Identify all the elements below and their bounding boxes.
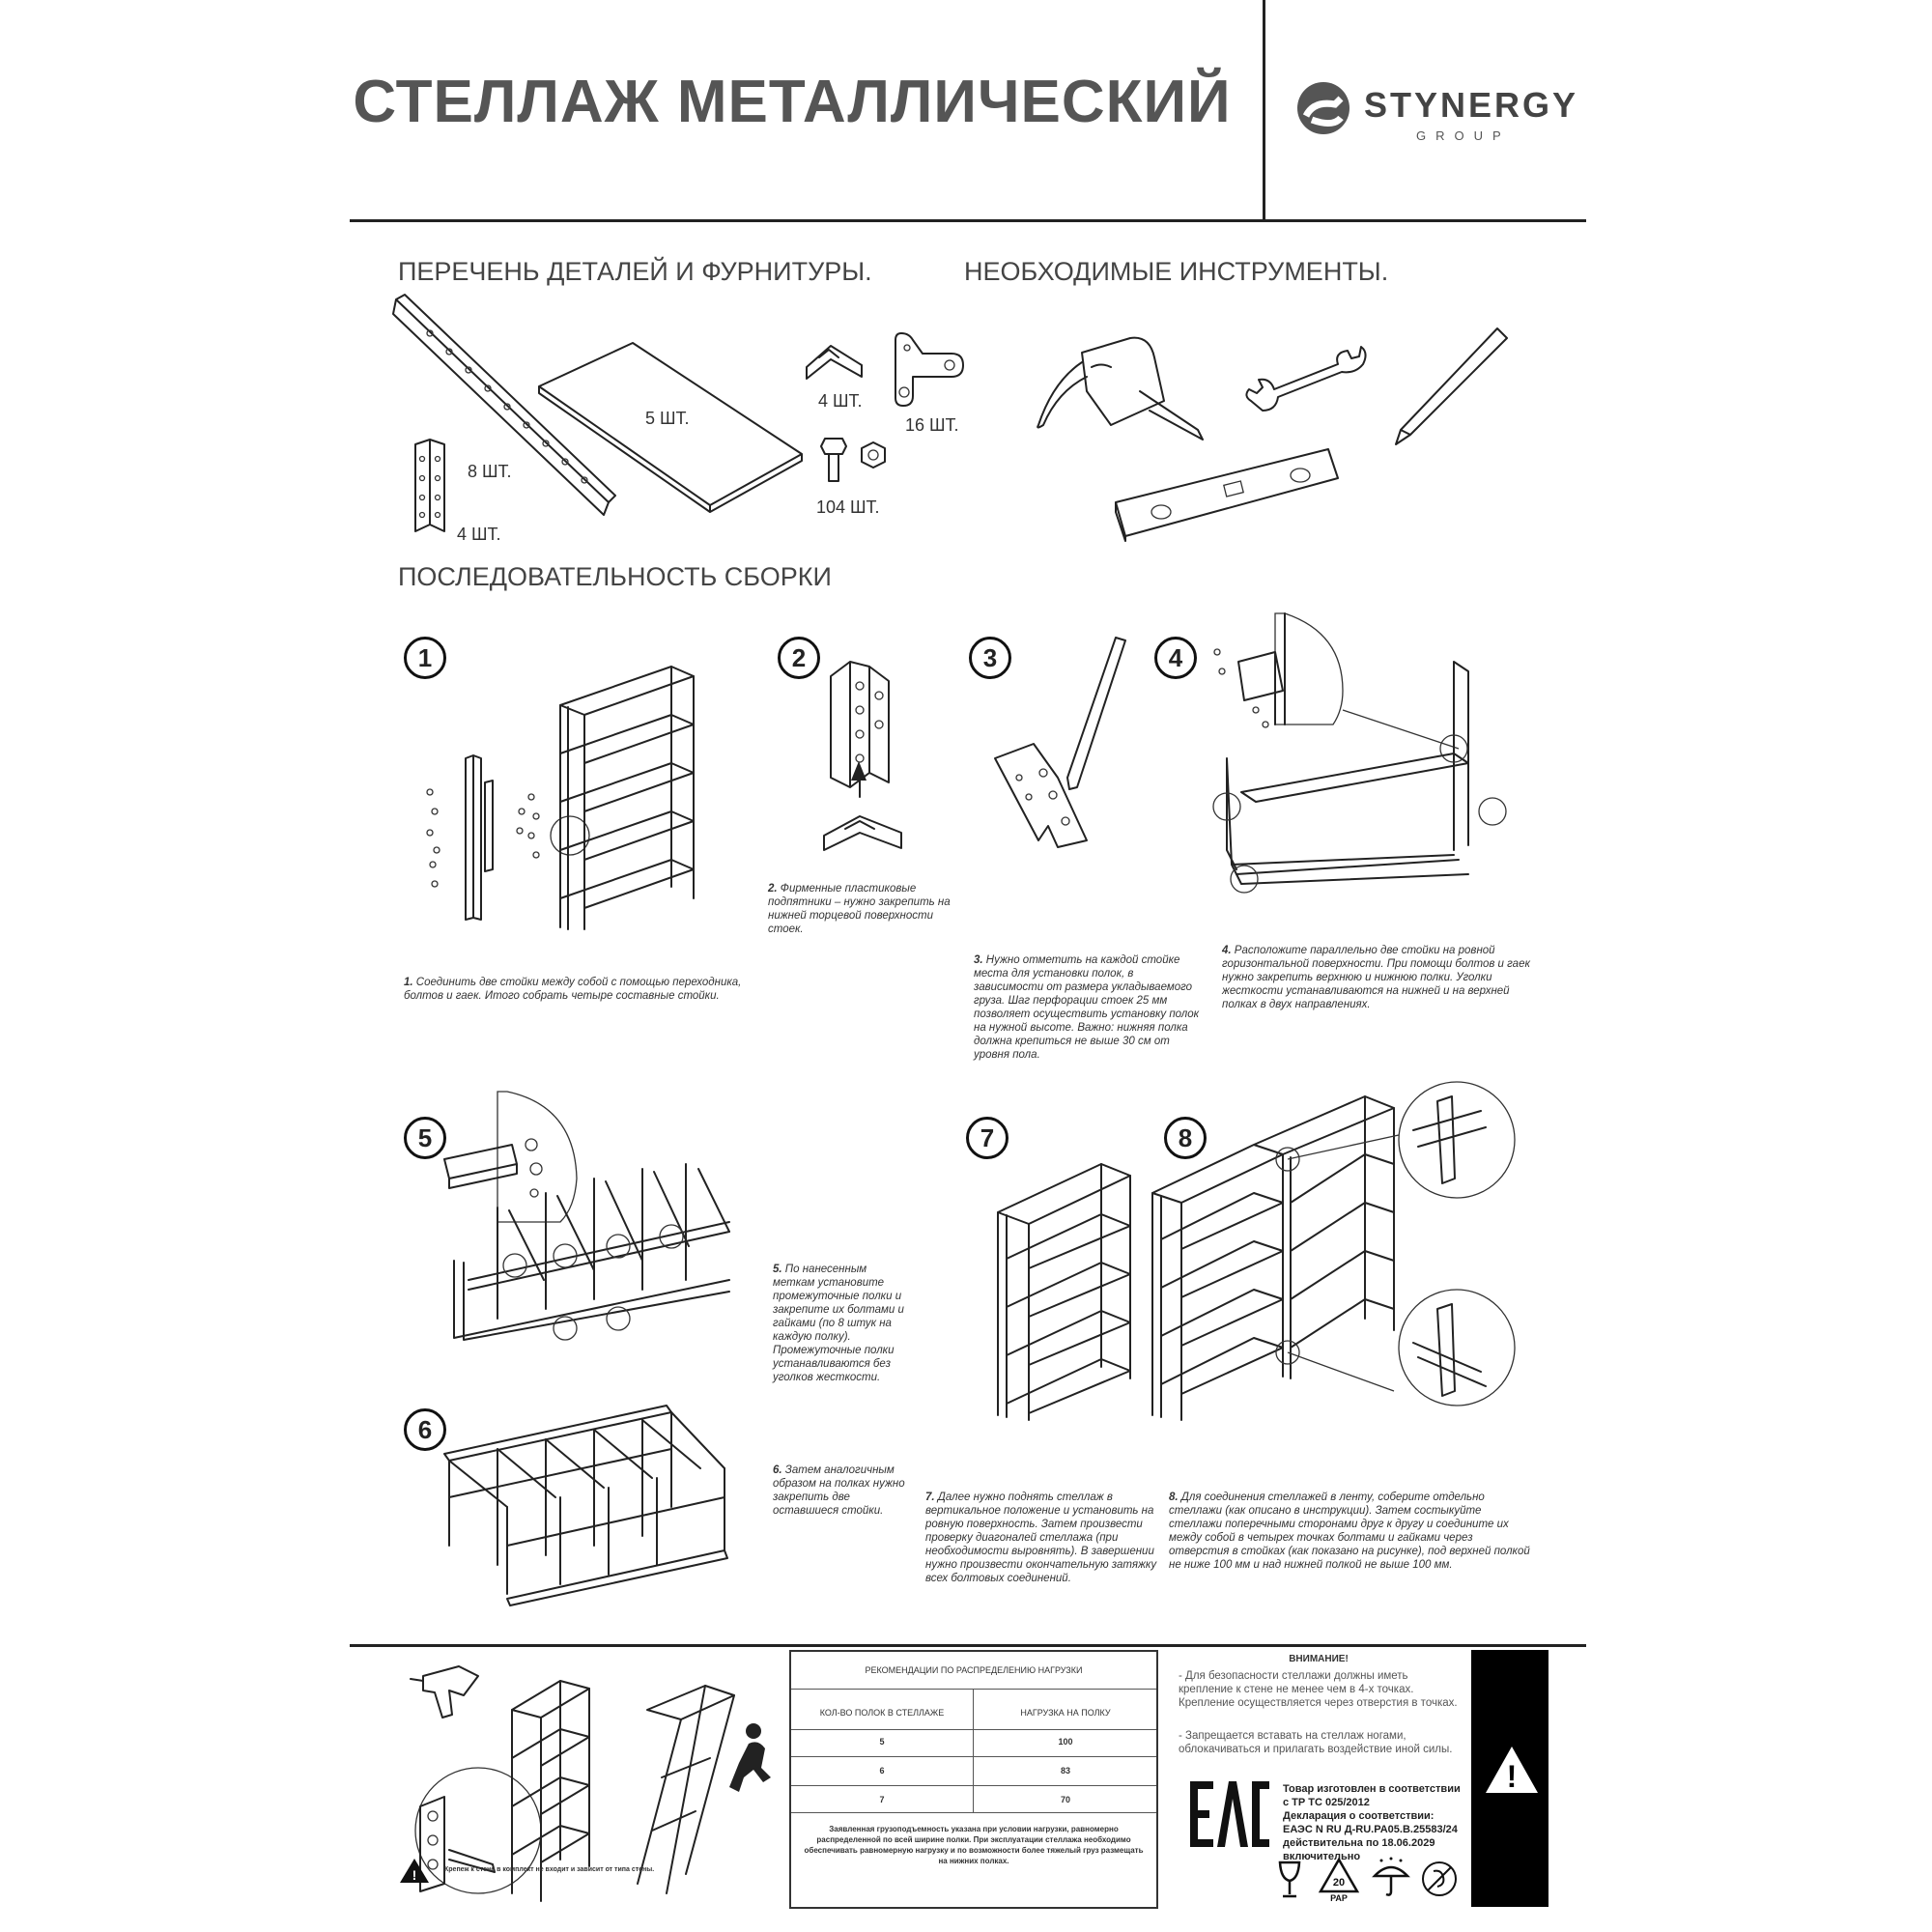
- step-4-caption: 4. Расположите параллельно две стойки на…: [1222, 945, 1530, 1010]
- certificate-info: Товар изготовлен в соответствии с ТР ТС …: [1283, 1783, 1461, 1862]
- load-table-col2: НАГРУЗКА НА ПОЛКУ: [1020, 1708, 1111, 1718]
- load-table-title: РЕКОМЕНДАЦИИ ПО РАСПРЕДЕЛЕНИЮ НАГРУЗКИ: [865, 1665, 1083, 1675]
- step-7-number: 7: [966, 1117, 1009, 1159]
- load-table: РЕКОМЕНДАЦИИ ПО РАСПРЕДЕЛЕНИЮ НАГРУЗКИ К…: [789, 1650, 1158, 1909]
- step-3-illustration: [994, 637, 1126, 848]
- svg-text:20: 20: [1333, 1877, 1345, 1889]
- step-6-caption: 6. Затем аналогичным образом на полках н…: [773, 1464, 905, 1517]
- step-3-number: 3: [969, 637, 1011, 679]
- step-1-number: 1: [404, 637, 446, 679]
- step-7-illustration: [997, 1163, 1131, 1421]
- bolt-nut-part-illustration: [820, 438, 886, 482]
- connector-part-illustration: [414, 439, 445, 532]
- step-4-illustration: [1212, 612, 1507, 894]
- page-title: СТЕЛЛАЖ МЕТАЛЛИЧЕСКИЙ: [353, 69, 1232, 135]
- eac-mark-icon: [1190, 1781, 1269, 1847]
- recycle-icon: 20 PAP: [1318, 1857, 1360, 1903]
- step-3-caption: 3. Нужно отметить на каждой стойке места…: [974, 954, 1200, 1061]
- wall-mounting-illustration: [410, 1665, 771, 1902]
- step-2-caption: 2. Фирменные пластиковые подпятники – ну…: [768, 883, 951, 935]
- pencil-icon: [1395, 327, 1508, 445]
- table-row: 100: [1058, 1737, 1073, 1747]
- no-hooks-icon: [1422, 1861, 1457, 1896]
- step-5-number: 5: [404, 1117, 446, 1159]
- assembly-heading: ПОСЛЕДОВАТЕЛЬНОСТЬ СБОРКИ: [398, 562, 832, 591]
- step-7-caption: 7. Далее нужно поднять стеллаж в вертика…: [925, 1492, 1157, 1584]
- logo-name: STYNERGY: [1364, 85, 1579, 125]
- svg-text:PAP: PAP: [1330, 1893, 1348, 1903]
- table-row: 7: [879, 1795, 885, 1804]
- svg-text:!: !: [1507, 1759, 1518, 1794]
- step-1-caption: 1. Соединить две стойки между собой с по…: [404, 977, 742, 1002]
- step-8-caption: 8. Для соединения стеллажей в ленту, соб…: [1169, 1492, 1530, 1571]
- qty-corners: 16 ШТ.: [905, 415, 959, 435]
- header-divider: [1263, 0, 1265, 220]
- load-table-col1: КОЛ-ВО ПОЛОК В СТЕЛЛАЖЕ: [819, 1708, 945, 1718]
- step-5-illustration: [443, 1091, 730, 1341]
- table-row: 70: [1060, 1795, 1070, 1804]
- qty-posts: 8 ШТ.: [468, 462, 512, 481]
- qty-bolts: 104 ШТ.: [816, 497, 880, 517]
- qty-feet: 4 ШТ.: [818, 391, 863, 411]
- qty-connectors: 4 ШТ.: [457, 525, 501, 544]
- shelf-part-illustration: [538, 342, 803, 513]
- warning-triangle-large-icon: !: [1486, 1747, 1538, 1794]
- table-row: 6: [879, 1766, 885, 1776]
- tape-measure-icon: [1037, 336, 1204, 440]
- keep-dry-umbrella-icon: [1372, 1857, 1410, 1896]
- step-8-number: 8: [1164, 1117, 1207, 1159]
- tools-heading: НЕОБХОДИМЫЕ ИНСТРУМЕНТЫ.: [964, 257, 1389, 286]
- table-row: 5: [879, 1737, 885, 1747]
- warning-triangle-icon: !: [400, 1859, 429, 1883]
- logo-subtitle: GROUP: [1416, 128, 1511, 143]
- warning-line-1: - Для безопасности стеллажи должны иметь…: [1179, 1670, 1458, 1709]
- warning-title: ВНИМАНИЕ!: [1289, 1654, 1349, 1664]
- step-2-illustration: [823, 661, 902, 851]
- step-1-illustration: [426, 666, 695, 930]
- step-4-number: 4: [1154, 637, 1197, 679]
- load-table-note: Заявленная грузоподъемность указана при …: [804, 1825, 1144, 1865]
- stynergy-logo-icon: [1297, 82, 1350, 134]
- wrench-icon: [1245, 346, 1367, 412]
- step-2-number: 2: [778, 637, 820, 679]
- qty-shelves: 5 ШТ.: [645, 409, 690, 428]
- step-5-caption: 5. По нанесенным меткам установите проме…: [773, 1264, 904, 1383]
- step-6-number: 6: [404, 1408, 446, 1451]
- svg-text:!: !: [412, 1867, 417, 1883]
- table-row: 83: [1060, 1766, 1070, 1776]
- spirit-level-icon: [1115, 448, 1339, 542]
- fragile-glass-icon: [1278, 1861, 1301, 1898]
- foot-part-illustration: [806, 345, 863, 380]
- header-rule: [350, 219, 1586, 222]
- parts-heading: ПЕРЕЧЕНЬ ДЕТАЛЕЙ И ФУРНИТУРЫ.: [398, 257, 872, 286]
- footer-rule: [350, 1644, 1586, 1647]
- step-6-illustration: [443, 1405, 728, 1606]
- step-8-illustration: [1151, 1081, 1516, 1421]
- wall-mount-note: Крепеж к стене в комплект не входит и за…: [444, 1866, 655, 1873]
- warning-line-2: - Запрещается вставать на стеллаж ногами…: [1179, 1730, 1453, 1755]
- corner-part-illustration: [895, 332, 964, 407]
- post-part-illustration: [392, 294, 616, 516]
